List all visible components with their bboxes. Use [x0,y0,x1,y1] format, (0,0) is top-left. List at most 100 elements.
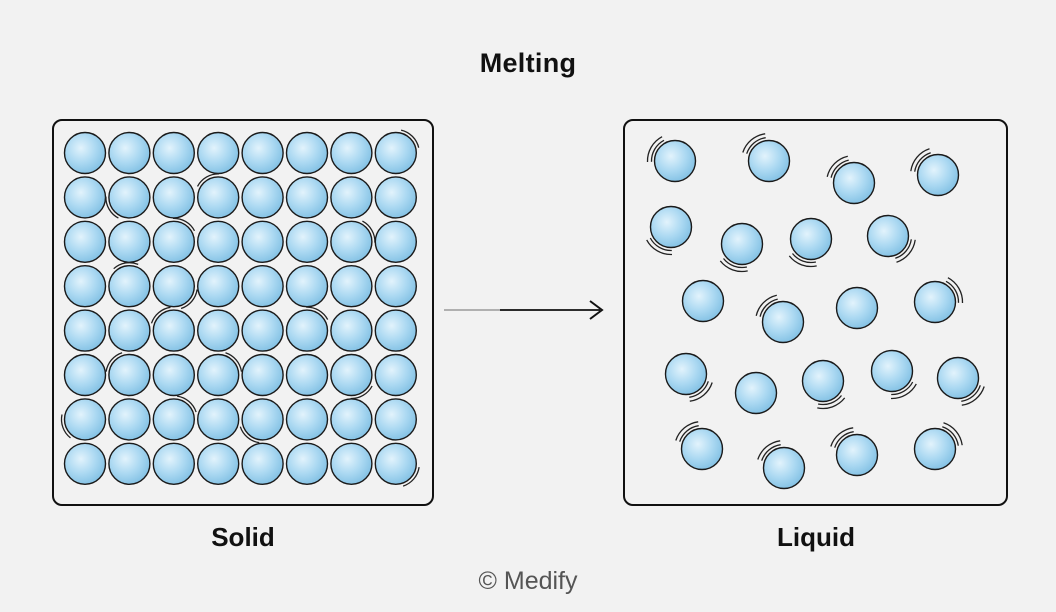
particle-sphere-icon [108,265,151,308]
particle-sphere-icon [196,442,240,485]
liquid-particles [646,133,985,490]
particle-sphere-icon [108,309,151,352]
particle-sphere-icon [832,161,876,205]
particle-sphere-icon [196,220,240,264]
particle-sphere-icon [734,371,778,415]
particle [285,353,329,397]
particle [108,398,151,441]
particle-sphere-icon [374,265,417,308]
particle [152,265,198,310]
particle-sphere-icon [374,398,417,441]
vibration-mark [817,395,843,406]
particle [913,277,964,324]
particle-sphere-icon [330,398,373,441]
particle-sphere-icon [63,220,107,264]
particle [330,442,373,485]
particle [330,353,373,400]
particle-sphere-icon [681,279,725,323]
particle [239,398,284,444]
particle [801,359,846,410]
particle-sphere-icon [63,265,107,308]
particle [675,421,724,471]
particle [108,442,151,485]
vibration-mark [943,422,963,446]
vibration-mark [826,155,848,177]
particle [63,176,107,219]
vibration-mark [105,352,123,372]
particle-sphere-icon [835,433,879,477]
particle-sphere-icon [63,353,107,397]
particle-sphere-icon [196,131,240,175]
particle-sphere-icon [152,220,196,264]
particle-sphere-icon [374,309,417,352]
vibration-mark [895,239,912,259]
particle [374,220,417,264]
particle-sphere-icon [241,176,284,219]
particle [152,217,196,264]
particle [152,442,196,485]
particle-sphere-icon [720,222,764,266]
particle-sphere-icon [196,176,240,219]
particle-sphere-icon [285,442,329,485]
particle-sphere-icon [330,442,373,485]
vibration-mark [910,148,930,172]
vibration-mark [817,397,846,410]
vibration-mark [759,298,778,317]
particle-sphere-icon [241,265,284,308]
particle-sphere-icon [649,205,693,249]
vibration-mark [755,294,777,316]
particle [285,220,329,264]
particle [63,353,107,397]
particle-sphere-icon [866,214,910,258]
particle [374,176,417,219]
particle-sphere-icon [108,220,151,264]
particle [374,442,420,487]
particle-sphere-icon [789,217,833,261]
particle-sphere-icon [152,398,196,441]
vibration-mark [150,306,171,324]
particle [646,205,693,256]
particle [285,398,329,441]
particle [196,352,243,397]
particle [108,220,151,264]
particle-sphere-icon [761,300,805,344]
particle [63,220,107,264]
vibration-mark [742,133,766,153]
particle-sphere-icon [196,265,240,308]
particle [108,131,151,175]
particle [150,306,196,352]
particle [757,440,806,490]
vibration-mark [830,159,849,178]
particle [63,131,107,175]
particle [646,136,697,183]
particle-sphere-icon [801,359,845,403]
vibration-mark [722,258,748,269]
particle [241,265,284,308]
particle-sphere-icon [835,286,879,330]
particle [241,353,284,397]
particle [196,220,240,264]
particle-sphere-icon [63,131,107,175]
particle-sphere-icon [330,131,373,175]
copyright-text: © Medify [478,567,578,595]
particle-sphere-icon [870,349,914,393]
particle [681,279,725,323]
vibration-mark [830,427,854,447]
particle-sphere-icon [241,220,284,264]
liquid-label: Liquid [777,522,855,552]
particle-sphere-icon [152,442,196,485]
particle [755,294,805,344]
particle [374,353,417,397]
vibration-mark [306,306,329,320]
vibration-mark [890,383,917,400]
vibration-mark [945,280,960,303]
particle [374,309,417,352]
particle-sphere-icon [285,176,329,219]
particle [63,309,107,352]
vibration-mark [914,152,931,172]
particle-sphere-icon [108,442,151,485]
particle [152,131,196,175]
particle [285,442,329,485]
vibration-mark [113,262,139,270]
